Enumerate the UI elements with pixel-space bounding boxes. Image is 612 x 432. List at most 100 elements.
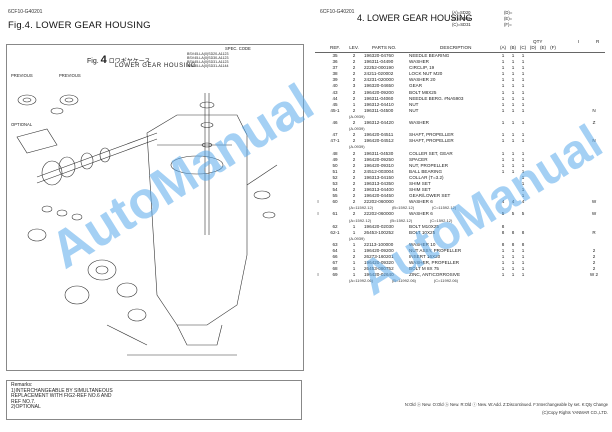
cell-a: 5 bbox=[501, 211, 505, 217]
cell-b: 1 bbox=[511, 248, 515, 253]
note-text: (A-0939) bbox=[349, 113, 365, 119]
cell-desc: BALL BEARING bbox=[409, 168, 443, 174]
parts-table: REF. LEV. PARTS NO. DESCRIPTION QTY (A) … bbox=[310, 39, 608, 285]
cell-b: 1 bbox=[511, 266, 515, 272]
cell-ref: 45 bbox=[332, 101, 338, 107]
cell-desc: WASHER 6 bbox=[409, 211, 433, 217]
cell-c: 1 bbox=[521, 107, 525, 113]
cell-lev: 2 bbox=[352, 162, 356, 168]
cell-ref: 63 bbox=[332, 241, 338, 247]
cell-c: 1 bbox=[521, 150, 525, 156]
cell-desc: BOLT M 8X 75 bbox=[409, 266, 439, 272]
cell-a: 1 bbox=[501, 89, 505, 95]
remarks-line-1: 1)INTERCHANGEABLE BY SIMULTANEOUS bbox=[11, 387, 113, 394]
cell-pn: 26273-160201 bbox=[364, 254, 394, 260]
cell-pn: 24231-020000 bbox=[364, 77, 394, 83]
fig-label: Fig. 4 ロワギヤケース bbox=[87, 54, 151, 66]
cell-desc: NUT ASSY, PROPELLER bbox=[409, 248, 462, 253]
cell-b: 1 bbox=[511, 156, 515, 162]
cell-desc: COLLER SET, GEAR bbox=[409, 150, 453, 156]
cell-c: 1 bbox=[521, 193, 525, 199]
cell-c: 1 bbox=[521, 59, 525, 65]
cell-c: 1 bbox=[521, 65, 525, 71]
cell-pn: 24211-020002 bbox=[364, 71, 394, 77]
cell-r: 2 bbox=[592, 254, 596, 260]
cell-pn: 22202-060000 bbox=[364, 211, 394, 217]
cell-desc: NEEDLE BERG. #NA5903 bbox=[409, 95, 464, 101]
cell-a: 1 bbox=[501, 107, 505, 113]
cell-b: 1 bbox=[511, 65, 515, 71]
cell-pn: 196320-04760 bbox=[364, 53, 394, 58]
cell-a: 1 bbox=[501, 260, 505, 266]
cell-b: 1 bbox=[511, 138, 515, 144]
cell-lev: 3 bbox=[352, 83, 356, 89]
cell-ref: 68 bbox=[332, 266, 338, 272]
remarks-line-4: 2)OPTIONAL bbox=[11, 404, 41, 411]
note-text: (A=11992.06) (B=11992.06) (C=11992.06) bbox=[349, 278, 459, 284]
cell-b: 4 bbox=[511, 199, 515, 205]
cell-lev: 2 bbox=[352, 132, 356, 138]
cell-desc: NUT, PROPELLER bbox=[409, 162, 449, 168]
optional-label: OPTIONAL bbox=[11, 122, 33, 127]
table-note: (A-0939) bbox=[310, 114, 608, 120]
remarks-line-2: REPLACEMENT WITH FIG2-REF NO.6 AND bbox=[11, 393, 112, 400]
cell-b: 8 bbox=[511, 229, 515, 235]
cell-lev: 2 bbox=[352, 89, 356, 95]
cell-c: 1 bbox=[521, 180, 525, 186]
cell-a: 1 bbox=[501, 132, 505, 138]
cell-desc: WASHER, PROPELLER bbox=[409, 260, 460, 266]
cell-r: N bbox=[592, 107, 596, 113]
cell-a: 1 bbox=[501, 266, 505, 272]
cell-pn: 24512-003004 bbox=[364, 168, 394, 174]
cell-lev: 2 bbox=[352, 211, 356, 217]
left-figure-title: Fig.4. LOWER GEAR HOUSING bbox=[8, 20, 151, 31]
cell-lev: 2 bbox=[352, 53, 356, 58]
remarks-title: Remarks: bbox=[11, 382, 33, 388]
cell-a: 8 bbox=[501, 223, 505, 229]
cell-lev: 1 bbox=[352, 101, 356, 107]
cell-a: 8 bbox=[501, 241, 505, 247]
spec-code-label: SPEC. CODE bbox=[225, 46, 251, 51]
cell-lev: 2 bbox=[352, 168, 356, 174]
cell-pn: 196312-04420 bbox=[364, 120, 394, 126]
cell-ref: 40 bbox=[332, 83, 338, 89]
fig-subtitle: LOWER GEAR HOUSING bbox=[115, 63, 197, 69]
cell-c: 1 bbox=[521, 156, 525, 162]
cell-r: R bbox=[592, 229, 596, 235]
cell-lev: 2 bbox=[352, 77, 356, 83]
cell-r: N bbox=[592, 138, 596, 144]
cell-b: 1 bbox=[511, 83, 515, 89]
cell-ref: 53 bbox=[332, 180, 338, 186]
cell-b: 1 bbox=[511, 71, 515, 77]
cell-r: W bbox=[591, 199, 597, 205]
cell-r: 2 bbox=[592, 248, 596, 253]
serial-c: (C)=SD31 bbox=[452, 22, 471, 27]
cell-ref: 60 bbox=[332, 199, 338, 205]
cell-lev: 2 bbox=[352, 138, 356, 144]
cell-ref: 46 bbox=[332, 120, 338, 126]
cell-b: 5 bbox=[511, 211, 515, 217]
cell-pn: 196312-04410 bbox=[364, 101, 394, 107]
cell-desc: ZINC, ANTICORROSIVE bbox=[409, 272, 461, 278]
serial-b: (B)=SD30 bbox=[452, 16, 471, 21]
cell-ref: 43 bbox=[332, 89, 338, 95]
cell-ref: 67 bbox=[332, 260, 338, 266]
cell-ref: 36 bbox=[332, 59, 338, 65]
cell-b: 1 bbox=[511, 59, 515, 65]
cell-ref: 69 bbox=[332, 272, 338, 278]
cell-c: 1 bbox=[521, 266, 525, 272]
table-note: (A-0939) bbox=[310, 144, 608, 150]
cell-lev: 1 bbox=[352, 272, 356, 278]
cell-pn: 22252-000190 bbox=[364, 65, 394, 71]
cell-a: 1 bbox=[501, 120, 505, 126]
